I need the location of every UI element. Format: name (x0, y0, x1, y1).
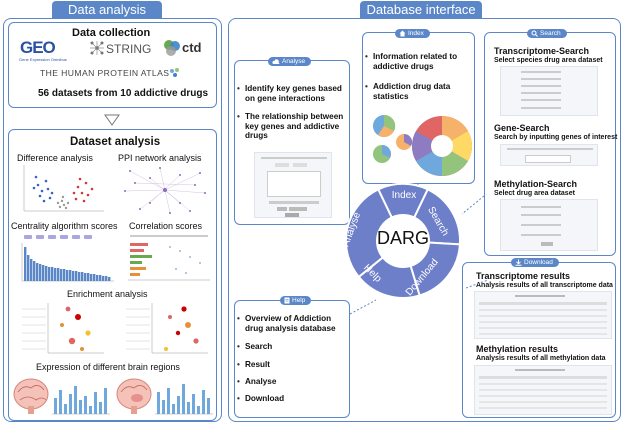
geo-logo: GEO (20, 38, 56, 57)
down-arrow-icon (104, 114, 120, 126)
index-tab-label: Index (408, 30, 424, 37)
brain-bar-chart-2 (155, 384, 213, 415)
methylation-results-table (474, 365, 612, 415)
download-icon (515, 259, 522, 266)
string-network-icon (90, 41, 104, 55)
enrichment-plot-1 (22, 303, 104, 354)
darg-wheel (344, 182, 461, 299)
methylation-results-sub: Analysis results of all methylation data (476, 355, 606, 362)
brain-regions-label: Expression of different brain regions (36, 362, 180, 372)
collection-summary: 56 datasets from 10 addictive drugs (38, 88, 209, 99)
ctd-logo: ctd (182, 40, 202, 55)
index-pie-charts-thumbnail (373, 114, 472, 176)
gene-search-thumbnail (500, 144, 598, 166)
geo-subtitle: Gene Expression Omnibus (19, 57, 67, 62)
transcriptome-search-thumbnail (500, 66, 598, 116)
methylation-search-sub: Select drug area dataset (494, 190, 575, 197)
volcano-plot-thumbnail (23, 165, 104, 212)
help-item-result: Result (237, 360, 270, 370)
index-tab[interactable]: Index (395, 29, 430, 38)
enrichment-plot-2 (126, 303, 208, 354)
hpa-dots-icon (170, 68, 179, 77)
help-item-download: Download (237, 394, 284, 404)
dataset-analysis-title: Dataset analysis (70, 136, 161, 148)
index-item-1: Information related to addictive drugs (365, 52, 471, 71)
index-item-2: Addiction drug data statistics (365, 82, 471, 101)
analyse-item-2: The relationship between key genes and a… (237, 112, 345, 141)
download-tab-label: Download (524, 259, 553, 266)
help-item-analyse: Analyse (237, 377, 277, 387)
help-tab[interactable]: Help (280, 296, 312, 305)
gene-search-sub: Search by inputting genes of interest (494, 134, 618, 141)
database-interface-tab: Database interface (360, 1, 482, 19)
data-collection-box (8, 22, 217, 108)
brain-bar-chart-1 (52, 386, 110, 415)
difference-analysis-label: Difference analysis (17, 153, 93, 163)
data-analysis-tab: Data analysis (52, 1, 162, 19)
darg-center-label: DARG (377, 228, 430, 248)
string-logo: STRING (106, 42, 152, 56)
search-icon (531, 30, 538, 37)
enrichment-label: Enrichment analysis (67, 289, 148, 299)
ctd-logo-icon (164, 40, 180, 56)
analyse-form-thumbnail (254, 152, 332, 218)
hpa-logo: THE HUMAN PROTEIN ATLAS (40, 68, 170, 78)
analyse-item-1: Identify key genes based on gene interac… (237, 84, 345, 103)
analyse-tab-label: Analyse (282, 58, 306, 65)
data-analysis-frame (3, 18, 222, 422)
help-item-overview: Overview of Addiction drug analysis data… (237, 314, 347, 333)
wheel-segment-analyse (344, 188, 405, 279)
transcriptome-results-title: Transcriptome results (476, 271, 571, 281)
wheel-label-index[interactable]: Index (391, 190, 417, 201)
transcriptome-search-sub: Select species drug area dataset (494, 57, 603, 64)
ppi-network-label: PPI network analysis (118, 153, 202, 163)
correlation-label: Correlation scores (129, 221, 203, 231)
data-collection-title: Data collection (72, 27, 151, 39)
gene-search-title: Gene-Search (494, 123, 550, 133)
ppi-network-thumbnail (124, 167, 206, 214)
cloud-icon (272, 59, 280, 64)
transcriptome-results-sub: Analysis results of all transcriptome da… (476, 282, 613, 289)
centrality-bar-thumbnail (21, 235, 114, 282)
centrality-label: Centrality algorithm scores (11, 221, 118, 231)
methylation-search-thumbnail (500, 199, 598, 251)
analyse-tab[interactable]: Analyse (268, 57, 312, 66)
correlation-thumbnail (128, 235, 210, 281)
database-interface-frame (228, 18, 621, 422)
download-tab[interactable]: Download (511, 258, 559, 267)
help-item-search: Search (237, 342, 272, 352)
transcriptome-results-table (474, 291, 612, 339)
brain-icon-2 (116, 378, 152, 414)
home-icon (399, 30, 406, 37)
help-tab-label: Help (292, 297, 306, 304)
transcriptome-search-title: Transcriptome-Search (494, 46, 590, 56)
methylation-search-title: Methylation-Search (494, 179, 578, 189)
search-tab-label: Search (540, 30, 561, 37)
methylation-results-title: Methylation results (476, 344, 559, 354)
document-icon (284, 297, 290, 304)
brain-icon-1 (13, 378, 49, 414)
search-tab[interactable]: Search (527, 29, 567, 38)
